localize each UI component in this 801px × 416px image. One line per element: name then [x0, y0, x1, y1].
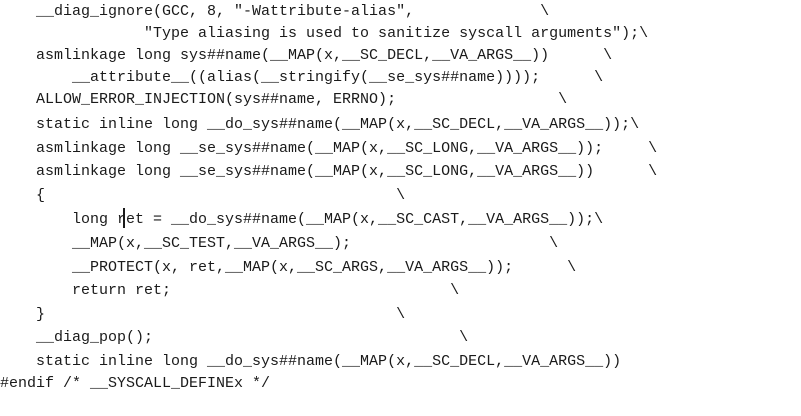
code-line: return ret; \ — [0, 282, 460, 299]
code-line: static inline long __do_sys##name(__MAP(… — [0, 116, 640, 133]
code-line: __attribute__((alias(__stringify(__se_sy… — [0, 69, 604, 86]
code-line: __PROTECT(x, ret,__MAP(x,__SC_ARGS,__VA_… — [0, 259, 577, 276]
code-line: asmlinkage long sys##name(__MAP(x,__SC_D… — [0, 47, 613, 64]
code-line: #endif /* __SYSCALL_DEFINEx */ — [0, 375, 271, 392]
code-line: static inline long __do_sys##name(__MAP(… — [0, 353, 622, 370]
code-line: ALLOW_ERROR_INJECTION(sys##name, ERRNO);… — [0, 91, 568, 108]
code-line: __diag_pop(); \ — [0, 329, 469, 346]
code-line: asmlinkage long __se_sys##name(__MAP(x,_… — [0, 163, 658, 180]
code-line: __diag_ignore(GCC, 8, "-Wattribute-alias… — [0, 3, 550, 20]
code-line: __MAP(x,__SC_TEST,__VA_ARGS__); \ — [0, 235, 559, 252]
code-line: asmlinkage long __se_sys##name(__MAP(x,_… — [0, 140, 658, 157]
code-line: long ret = __do_sys##name(__MAP(x,__SC_C… — [0, 211, 604, 228]
code-line: { \ — [0, 187, 406, 204]
code-line: "Type aliasing is used to sanitize sysca… — [0, 25, 649, 42]
code-line: } \ — [0, 306, 406, 323]
text-cursor — [123, 208, 125, 228]
